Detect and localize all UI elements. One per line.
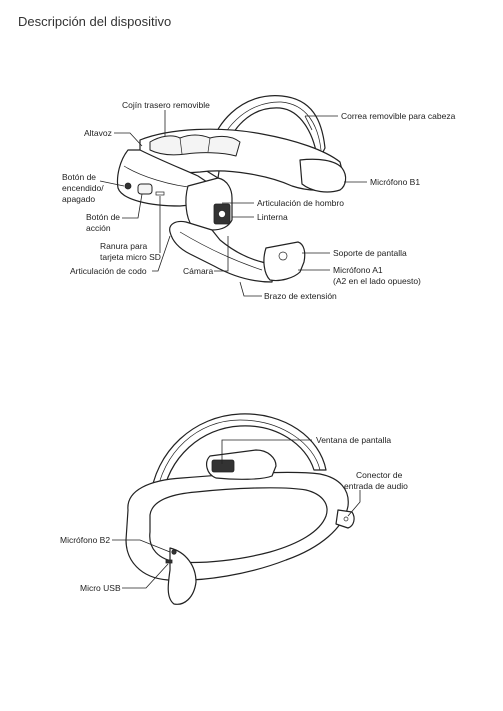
label-action-1: Botón de bbox=[86, 212, 120, 222]
mic-b2-icon bbox=[171, 549, 177, 555]
audio-connector-tab bbox=[335, 509, 355, 529]
label-cushion: Cojín trasero removible bbox=[122, 100, 210, 110]
action-button bbox=[137, 183, 153, 195]
head-strap bbox=[204, 95, 326, 179]
label-display-mount: Soporte de pantalla bbox=[333, 248, 407, 258]
label-camera: Cámara bbox=[183, 266, 214, 276]
label-sd-1: Ranura para bbox=[100, 241, 148, 251]
label-micro-usb: Micro USB bbox=[80, 583, 121, 593]
display-window-icon bbox=[211, 459, 235, 473]
label-boom: Brazo de extensión bbox=[264, 291, 337, 301]
label-action-2: acción bbox=[86, 223, 111, 233]
label-audio-2: entrada de audio bbox=[344, 481, 408, 491]
figure2-labels: Ventana de pantalla Conector de entrada … bbox=[60, 435, 408, 593]
figure2-leaders bbox=[112, 439, 361, 589]
label-shoulder: Articulación de hombro bbox=[257, 198, 344, 208]
label-audio-1: Conector de bbox=[356, 470, 403, 480]
label-power-3: apagado bbox=[62, 194, 95, 204]
label-display-window: Ventana de pantalla bbox=[316, 435, 391, 445]
label-flashlight: Linterna bbox=[257, 212, 288, 222]
rear-cushion bbox=[149, 134, 241, 157]
power-button-icon bbox=[124, 182, 132, 190]
micro-usb-icon bbox=[165, 559, 173, 564]
page-title: Descripción del dispositivo bbox=[18, 14, 172, 29]
rear-strap-dome bbox=[149, 413, 327, 501]
label-power-1: Botón de bbox=[62, 172, 96, 182]
figure1-labels: Cojín trasero removible Correa removible… bbox=[62, 100, 456, 301]
display-pod bbox=[263, 241, 306, 282]
figure1-leaders bbox=[99, 110, 367, 297]
label-elbow: Articulación de codo bbox=[70, 266, 147, 276]
label-mic-b1: Micrófono B1 bbox=[370, 177, 420, 187]
sd-slot-icon bbox=[155, 191, 165, 196]
label-speaker: Altavoz bbox=[84, 128, 112, 138]
label-mic-a1-1: Micrófono A1 bbox=[333, 265, 383, 275]
label-power-2: encendido/ bbox=[62, 183, 104, 193]
label-mic-b2: Micrófono B2 bbox=[60, 535, 110, 545]
label-strap: Correa removible para cabeza bbox=[341, 111, 456, 121]
label-mic-a1-2: (A2 en el lado opuesto) bbox=[333, 276, 421, 286]
headset-rear-view bbox=[125, 413, 355, 605]
label-sd-2: tarjeta micro SD bbox=[100, 252, 161, 262]
usb-tab bbox=[167, 547, 197, 605]
headset-side-view bbox=[116, 95, 347, 283]
